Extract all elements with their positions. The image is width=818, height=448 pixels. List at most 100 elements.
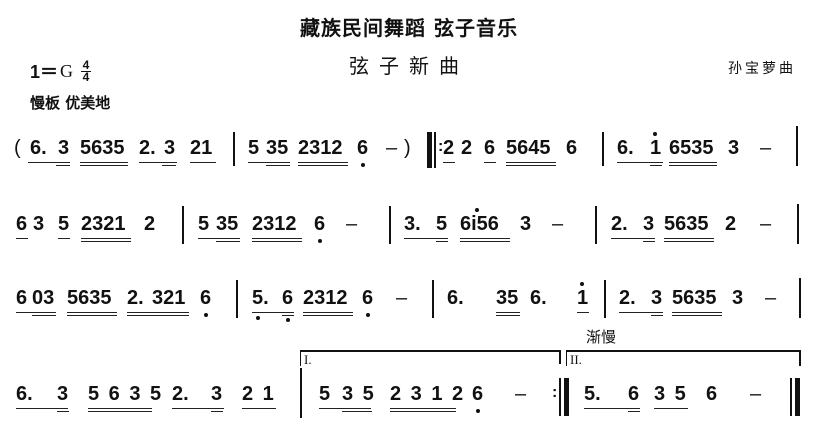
paren-close: ) [404, 137, 411, 159]
note: 5 [248, 137, 260, 159]
note-group: 2 1 [242, 383, 276, 405]
note: 3. [404, 213, 421, 235]
repeat-end-dots: : [552, 384, 558, 401]
note: 6 [484, 137, 496, 159]
time-signature: 4 4 [81, 57, 92, 84]
barline [236, 280, 238, 318]
barline [182, 206, 184, 244]
note-group: 35 [496, 287, 519, 309]
barline [432, 280, 434, 318]
note: 6 [314, 213, 326, 235]
dash: – [760, 213, 772, 235]
note: 3 [58, 137, 70, 159]
dash: – [552, 213, 564, 235]
note: 3 [211, 383, 223, 405]
repeat-start-barline [427, 132, 432, 168]
key-prefix: 1＝ [30, 62, 59, 82]
key-signature: 1＝ G 4 4 [30, 57, 92, 84]
note-group: 2312 [298, 137, 343, 159]
barline [595, 206, 597, 244]
note: 2. [127, 287, 144, 309]
dash: – [760, 137, 772, 159]
final-barline [790, 378, 792, 416]
note-group: 5635 [67, 287, 112, 309]
tempo-change-marking: 渐慢 [586, 328, 617, 346]
note-group: 35 [216, 213, 239, 235]
note: 6 [566, 137, 578, 159]
note-group: 5635 [672, 287, 717, 309]
note: 2. [619, 287, 636, 309]
barline [389, 206, 391, 244]
score-line-2: 6 3 5 2321 2 5 35 2312 6 – 3. 5 6i56 3 –… [0, 204, 818, 252]
piece-title: 弦子新曲 [349, 54, 469, 78]
dash: – [750, 383, 762, 405]
note: 6 [200, 287, 212, 309]
dash: – [515, 383, 527, 405]
paren-open: ( [14, 137, 21, 159]
note: 5 [198, 213, 210, 235]
note: 3 [520, 213, 532, 235]
barline [233, 132, 235, 166]
barline [604, 280, 606, 318]
score-line-1: ( 6. 3 5635 2. 3 21 5 35 2312 6 – ) : 2 … [0, 126, 818, 176]
volta-bracket-2 [566, 350, 801, 366]
note: 6 [357, 137, 369, 159]
note: 5 [319, 383, 331, 405]
note-group: 6535 [669, 137, 714, 159]
note: 6. [30, 137, 47, 159]
note-group: 2312 [303, 287, 348, 309]
note: 2. [139, 137, 156, 159]
score-line-3: 6 03 5635 2. 321 6 5. 6 2312 6 – 6. 35 6… [0, 278, 818, 326]
key-note: G [60, 60, 74, 81]
note: 6 [706, 383, 718, 405]
barline [797, 204, 799, 244]
note: 6 [472, 383, 484, 405]
note-group: 6i56 [460, 213, 499, 235]
note: 3 [33, 213, 45, 235]
note-group: 5635 [80, 137, 125, 159]
dash: – [386, 137, 398, 159]
barline [799, 278, 801, 318]
note-group: 2321 [81, 213, 126, 235]
note: 6. [447, 287, 464, 309]
note: 2 [461, 137, 473, 159]
volta-bracket-1 [300, 350, 559, 366]
note-group: 5635 [664, 213, 709, 235]
note: 6. [617, 137, 634, 159]
note-group: 35 [266, 137, 289, 159]
note: 6 [282, 287, 294, 309]
note: 6. [530, 287, 547, 309]
note: 5 [436, 213, 448, 235]
volta-1-label: I. [304, 352, 312, 367]
dash: – [396, 287, 408, 309]
note: 2. [172, 383, 189, 405]
note-group: 21 [190, 137, 213, 159]
score-line-4: 6. 3 5 6 3 5 2. 3 2 1 5 3 5 2 3 1 2 6 – … [0, 368, 818, 422]
tempo-marking: 慢板 优美地 [30, 94, 111, 112]
note: 3 [732, 287, 744, 309]
note: 2. [611, 213, 628, 235]
note: 6 [16, 213, 28, 235]
note-group: 3 5 [654, 383, 688, 405]
note-group: 03 [32, 287, 55, 309]
note-group: 3 5 [342, 383, 376, 405]
note-high: 1 [650, 137, 662, 159]
note: 2 [443, 137, 455, 159]
dash: – [346, 213, 358, 235]
note: 2 [144, 213, 156, 235]
repeat-dots: : [438, 138, 444, 155]
note-group: 321 [152, 287, 186, 309]
barline [796, 126, 798, 166]
dash: – [765, 287, 777, 309]
note: 6 [362, 287, 374, 309]
note-high: 1 [577, 287, 589, 309]
composer-credit: 孙宝萝曲 [728, 61, 796, 77]
note: 2 [725, 213, 737, 235]
barline [300, 368, 302, 418]
barline [602, 132, 604, 166]
note: 6. [16, 383, 33, 405]
note: 3 [728, 137, 740, 159]
note: 5. [584, 383, 601, 405]
note: 6 [628, 383, 640, 405]
note-group: 2 3 1 2 [390, 383, 466, 405]
